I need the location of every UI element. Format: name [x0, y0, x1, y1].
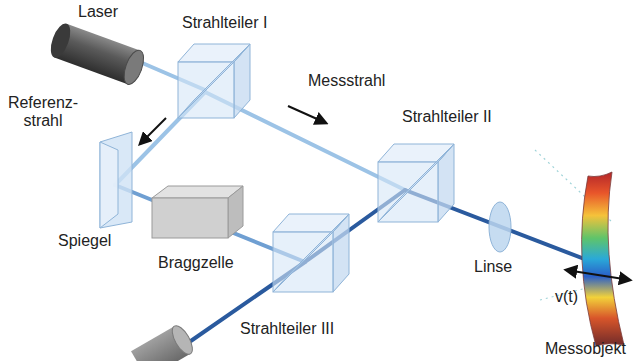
direction-arrow	[288, 106, 326, 123]
measured-object	[582, 172, 624, 346]
beam-splitter-cube	[378, 144, 454, 222]
laser-body	[47, 21, 148, 87]
part-label: Strahlteiler III	[240, 320, 334, 338]
part-label: Linse	[474, 258, 512, 276]
part-label: Laser	[78, 3, 118, 21]
detector-body	[131, 323, 196, 361]
bragg-cell	[152, 186, 243, 238]
lens	[489, 202, 511, 252]
part-label: Messobjekt	[545, 340, 626, 358]
part-label: Referenz- strahl	[4, 94, 82, 129]
part-label: Braggzelle	[158, 254, 234, 272]
beam-splitter-cube	[273, 214, 349, 292]
part-label: Strahlteiler I	[182, 14, 267, 32]
part-label: Messstrahl	[308, 72, 385, 90]
direction-arrow	[140, 118, 166, 144]
part-label: Strahlteiler II	[402, 108, 492, 126]
velocity-arrow	[566, 270, 630, 280]
beam-splitter-cube	[178, 44, 250, 118]
mirror-prism	[100, 132, 132, 228]
part-label: Spiegel	[58, 232, 111, 250]
part-label: v(t)	[555, 288, 578, 306]
